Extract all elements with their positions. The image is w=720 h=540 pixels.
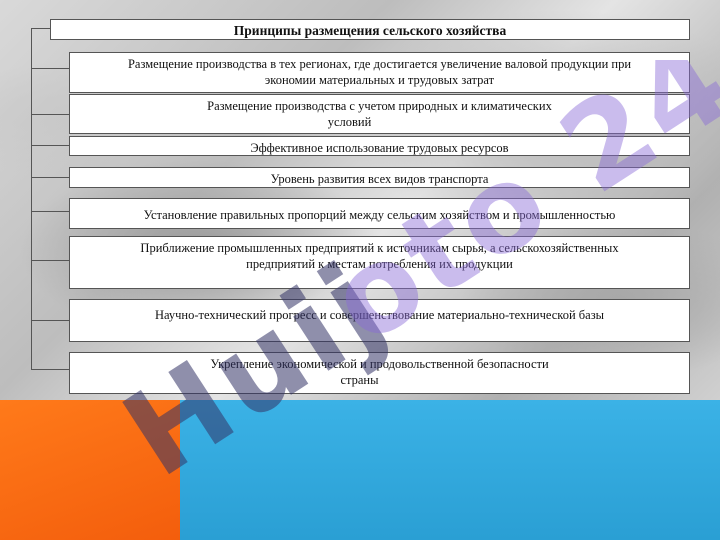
principle-box-6: Приближение промышленных предприятий к и… [69,236,690,289]
connector-3 [31,145,69,146]
principle-box-5: Установление правильных пропорций между … [69,198,690,229]
principle-box-2: Размещение производства с учетом природн… [69,94,690,134]
principle-4-line-1: Уровень развития всех видов транспорта [270,172,489,186]
diagram-title: Принципы размещения сельского хозяйства [50,19,690,40]
connector-6 [31,260,69,261]
principle-box-4: Уровень развития всех видов транспорта [69,167,690,188]
principle-6-line-2: предприятий к местам потребления их прод… [246,257,513,271]
connector-2 [31,114,69,115]
principle-2-line-1: Размещение производства с учетом природн… [207,99,552,113]
principle-box-1: Размещение производства в тех регионах, … [69,52,690,93]
connector-8 [31,369,69,370]
diagram-title-text: Принципы размещения сельского хозяйства [233,23,507,38]
connector-4 [31,177,69,178]
principle-5-line-1: Установление правильных пропорций между … [143,208,616,222]
connector-5 [31,211,69,212]
principle-7-line-1: Научно-технический прогресс и совершенст… [154,308,605,322]
connector-1 [31,68,69,69]
principle-8-line-2: страны [340,373,379,387]
principle-8-line-1: Укрепление экономической и продовольстве… [210,357,549,371]
vertical-connector [31,28,32,369]
principle-1-line-2: экономии материальных и трудовых затрат [264,73,495,87]
principle-3-line-1: Эффективное использование трудовых ресур… [250,141,509,155]
principle-6-line-1: Приближение промышленных предприятий к и… [140,241,619,255]
connector-title [31,28,50,29]
blue-band [180,400,720,540]
principle-box-8: Укрепление экономической и продовольстве… [69,352,690,394]
principle-1-line-1: Размещение производства в тех регионах, … [127,57,632,71]
principle-box-7: Научно-технический прогресс и совершенст… [69,299,690,342]
principle-2-line-2: условий [327,115,372,129]
orange-band [0,400,190,540]
connector-7 [31,320,69,321]
principle-box-3: Эффективное использование трудовых ресур… [69,136,690,156]
